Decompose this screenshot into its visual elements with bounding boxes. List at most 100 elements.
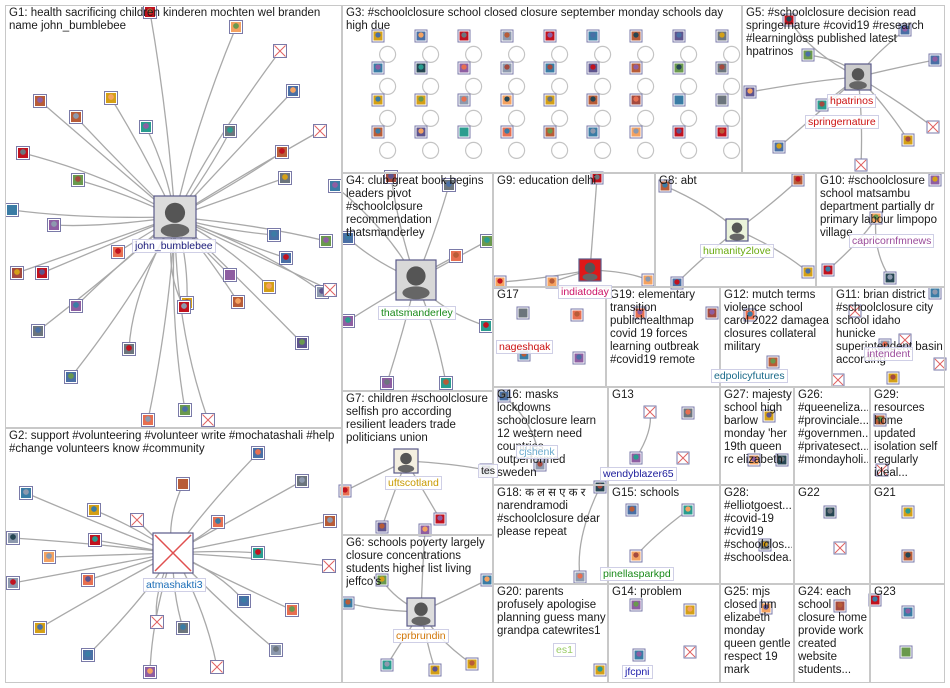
- group-box-g27: G27: majesty school high barlow monday '…: [720, 387, 794, 485]
- self-loop: [465, 77, 483, 96]
- avatar-node: [465, 657, 479, 671]
- group-box-g6: G6: schools poverty largely closure conc…: [342, 535, 493, 683]
- avatar-node: [928, 286, 942, 300]
- avatar-node: [176, 477, 190, 491]
- hub-label-indiatoday: indiatoday: [558, 285, 612, 299]
- self-loop: [550, 109, 569, 128]
- avatar-node: [285, 603, 299, 617]
- avatar-node: [279, 251, 293, 265]
- group-title-g2: G2: support #volunteering #volunteer wri…: [9, 430, 335, 455]
- avatar-node: [493, 275, 507, 289]
- group-title-g23: G23: [874, 586, 896, 598]
- avatar-node: [676, 451, 690, 465]
- avatar-node: [823, 505, 837, 519]
- avatar-node: [747, 453, 761, 467]
- avatar-node: [629, 125, 643, 139]
- group-title-g22: G22: [798, 487, 820, 499]
- group-box-g17: G17: [493, 287, 606, 387]
- self-loop: [636, 45, 655, 64]
- avatar-node: [16, 146, 30, 160]
- hub-avatar: [393, 448, 419, 474]
- avatar-node: [683, 603, 697, 617]
- avatar-node: [766, 355, 780, 369]
- avatar-node: [743, 85, 757, 99]
- hub-avatar: [844, 63, 872, 91]
- group-title-g26: G26: #queeneliza... #provinciale... #gov…: [798, 389, 868, 466]
- avatar-node: [87, 503, 101, 517]
- avatar-node: [500, 61, 514, 75]
- self-loop: [422, 45, 440, 64]
- group-box-g14: G14: problem: [608, 584, 720, 683]
- self-loop: [422, 141, 440, 159]
- hub-label-capricornfmnews: capricornfmnews: [849, 234, 935, 248]
- avatar-node: [543, 93, 557, 107]
- avatar-node: [762, 409, 776, 423]
- avatar-node: [229, 20, 243, 34]
- hub-label-humanity2love: humanity2love: [700, 244, 774, 258]
- avatar-node: [223, 268, 237, 282]
- avatar-node: [928, 173, 942, 187]
- group-box-g28: G28: #elliotgoest... #covid-19 #cvid19 #…: [720, 485, 794, 584]
- avatar-node: [323, 283, 337, 297]
- avatar-node: [782, 13, 796, 27]
- avatar-node: [313, 124, 327, 138]
- self-loop: [722, 45, 741, 64]
- avatar-node: [33, 94, 47, 108]
- edge: [578, 486, 601, 578]
- avatar-node: [88, 533, 102, 547]
- avatar-node: [516, 306, 530, 320]
- group-title-g19: G19: elementary transition publichealthm…: [610, 289, 699, 366]
- group-box-g7: G7: children #schoolclosure selfish pro …: [342, 391, 493, 535]
- avatar-node: [295, 474, 309, 488]
- avatar-node: [31, 324, 45, 338]
- avatar-node: [414, 125, 428, 139]
- group-title-g21: G21: [874, 487, 896, 499]
- avatar-node: [457, 93, 471, 107]
- avatar-node: [833, 541, 847, 555]
- self-loop: [636, 109, 655, 128]
- avatar-node: [629, 61, 643, 75]
- self-loop: [507, 109, 526, 128]
- avatar-node: [848, 304, 862, 318]
- avatar-node: [629, 598, 643, 612]
- avatar-node: [341, 596, 355, 610]
- avatar-node: [681, 406, 695, 420]
- self-loop: [379, 45, 397, 64]
- avatar-node: [683, 645, 697, 659]
- avatar-node: [873, 413, 887, 427]
- avatar-node: [681, 503, 695, 517]
- group-title-g4: G4: club great book begins leaders pivot…: [346, 175, 484, 239]
- self-loop: [722, 109, 741, 128]
- avatar-node: [898, 23, 912, 37]
- avatar-node: [899, 645, 913, 659]
- group-box-g10: G10: #schoolclosure school matsambu depa…: [816, 173, 945, 287]
- self-loop: [550, 45, 569, 64]
- self-loop: [465, 141, 483, 159]
- avatar-node: [586, 93, 600, 107]
- edge: [174, 26, 237, 218]
- avatar-node: [705, 306, 719, 320]
- avatar-node: [933, 357, 947, 371]
- self-loop: [507, 45, 526, 64]
- hub-avatar: [578, 258, 602, 282]
- avatar-node: [801, 48, 815, 62]
- avatar-node: [629, 451, 643, 465]
- avatar-node: [901, 549, 915, 563]
- hub-label-cprbrundin: cprbrundin: [393, 629, 449, 643]
- avatar-node: [715, 61, 729, 75]
- group-title-g10: G10: #schoolclosure school matsambu depa…: [820, 175, 937, 239]
- avatar-node: [629, 93, 643, 107]
- avatar-node: [898, 333, 912, 347]
- hub-label-nageshqak: nageshqak: [496, 340, 554, 354]
- avatar-node: [231, 295, 245, 309]
- self-loop: [422, 77, 440, 96]
- avatar-node: [901, 605, 915, 619]
- avatar-node: [586, 29, 600, 43]
- avatar-node: [69, 110, 83, 124]
- group-title-g24: G24: each school closure home provide wo…: [798, 586, 868, 676]
- avatar-node: [35, 266, 49, 280]
- avatar-node: [570, 308, 584, 322]
- self-loop: [722, 141, 741, 159]
- group-title-g14: G14: problem: [612, 586, 682, 598]
- avatar-node: [854, 158, 868, 172]
